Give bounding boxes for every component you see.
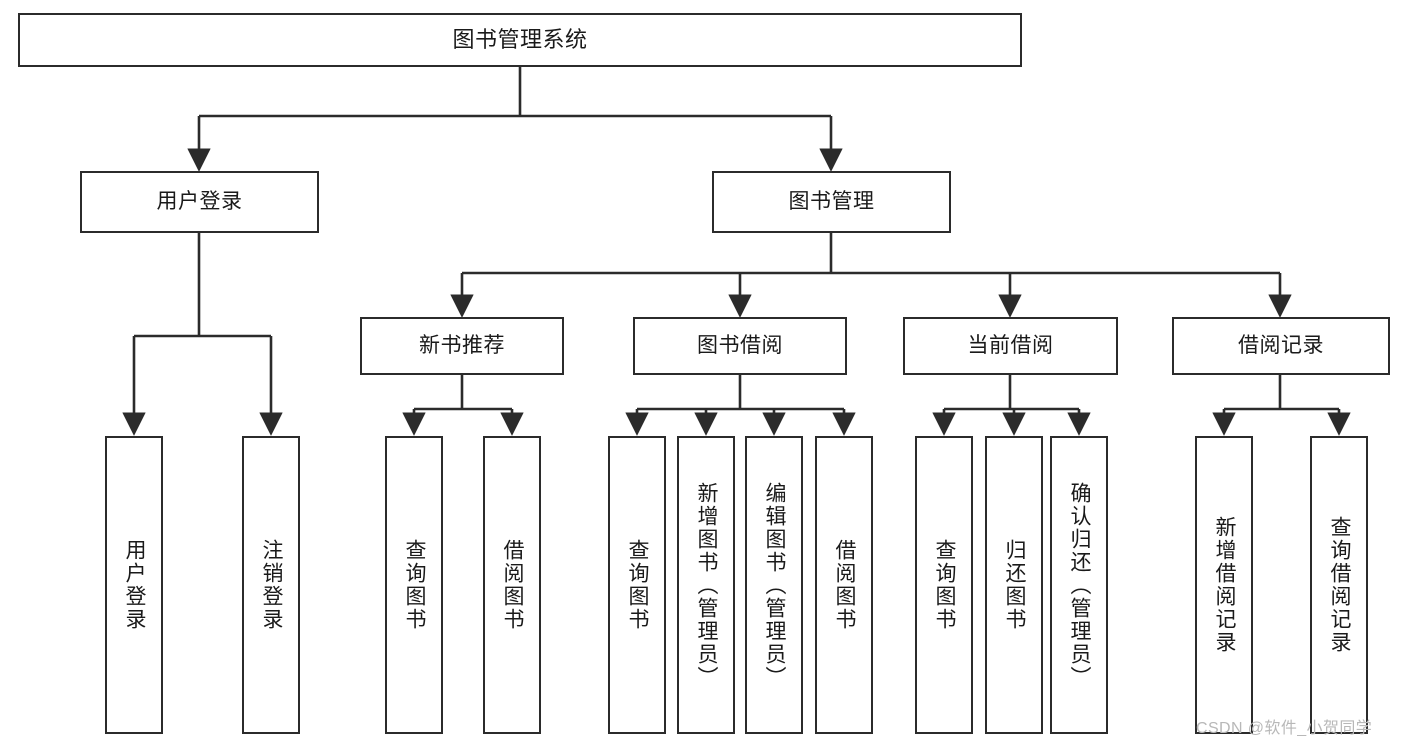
node-leaf-logout[interactable]: 注销登录 <box>242 436 300 734</box>
node-leaf-user-login-label: 用户登录 <box>123 539 147 631</box>
node-current-borrow[interactable]: 当前借阅 <box>903 317 1118 375</box>
node-leaf-query-record-label: 查询借阅记录 <box>1328 516 1352 654</box>
node-book-manage[interactable]: 图书管理 <box>712 171 951 233</box>
node-borrow-record-label: 借阅记录 <box>1238 333 1324 357</box>
node-leaf-query-book-3-label: 查询图书 <box>933 539 957 631</box>
node-current-borrow-label: 当前借阅 <box>967 333 1054 357</box>
node-leaf-borrow-book-2-label: 借阅图书 <box>833 539 857 631</box>
node-leaf-add-record[interactable]: 新增借阅记录 <box>1195 436 1253 734</box>
node-leaf-borrow-book-1-label: 借阅图书 <box>501 539 525 631</box>
node-leaf-user-login[interactable]: 用户登录 <box>105 436 163 734</box>
node-leaf-edit-book-label: 编辑图书（管理员） <box>763 481 787 689</box>
node-leaf-return-book-label: 归还图书 <box>1003 539 1027 631</box>
node-leaf-query-book-1-label: 查询图书 <box>403 539 427 631</box>
node-root-label: 图书管理系统 <box>452 27 588 53</box>
node-leaf-query-book-2-label: 查询图书 <box>626 539 650 631</box>
node-user-login[interactable]: 用户登录 <box>80 171 319 233</box>
node-leaf-edit-book[interactable]: 编辑图书（管理员） <box>745 436 803 734</box>
node-leaf-query-book-2[interactable]: 查询图书 <box>608 436 666 734</box>
node-root[interactable]: 图书管理系统 <box>18 13 1022 67</box>
node-leaf-confirm-return-label: 确认归还（管理员） <box>1068 481 1092 689</box>
node-leaf-query-book-3[interactable]: 查询图书 <box>915 436 973 734</box>
node-borrow-record[interactable]: 借阅记录 <box>1172 317 1390 375</box>
node-leaf-borrow-book-2[interactable]: 借阅图书 <box>815 436 873 734</box>
node-book-borrow-label: 图书借阅 <box>697 333 783 357</box>
node-leaf-logout-label: 注销登录 <box>260 539 284 631</box>
node-leaf-query-record[interactable]: 查询借阅记录 <box>1310 436 1368 734</box>
node-leaf-return-book[interactable]: 归还图书 <box>985 436 1043 734</box>
node-book-borrow[interactable]: 图书借阅 <box>633 317 847 375</box>
node-leaf-add-book[interactable]: 新增图书（管理员） <box>677 436 735 734</box>
csdn-watermark: CSDN @软件_小贺同学 <box>1196 720 1373 737</box>
node-new-book-recommend[interactable]: 新书推荐 <box>360 317 564 375</box>
node-leaf-confirm-return[interactable]: 确认归还（管理员） <box>1050 436 1108 734</box>
node-user-login-label: 用户登录 <box>156 189 243 213</box>
node-new-book-recommend-label: 新书推荐 <box>419 333 505 357</box>
node-leaf-borrow-book-1[interactable]: 借阅图书 <box>483 436 541 734</box>
node-leaf-add-book-label: 新增图书（管理员） <box>695 481 719 689</box>
node-book-manage-label: 图书管理 <box>788 189 875 213</box>
node-leaf-query-book-1[interactable]: 查询图书 <box>385 436 443 734</box>
node-leaf-add-record-label: 新增借阅记录 <box>1213 516 1237 654</box>
